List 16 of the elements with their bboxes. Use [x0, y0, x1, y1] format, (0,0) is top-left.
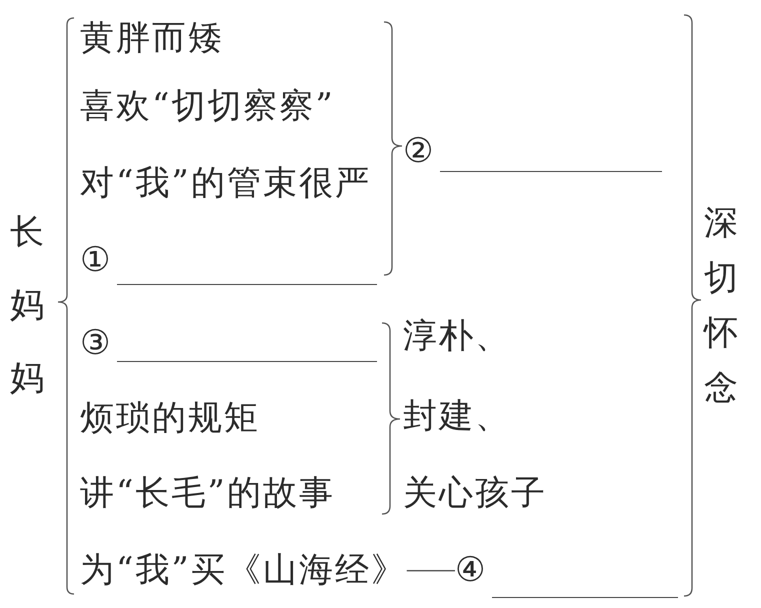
circled-number: ④ — [455, 552, 487, 590]
subject-title: 长妈妈 — [10, 211, 44, 400]
trait-text: 对“我”的管束很严 — [80, 165, 371, 202]
circled-number: ③ — [80, 325, 112, 362]
trait-text: 烦琐的规矩 — [80, 400, 260, 438]
quality-text: 淳朴、 — [403, 318, 511, 356]
trait-text: 讲“长毛”的故事 — [80, 475, 335, 512]
quality-text: 封建、 — [403, 398, 511, 436]
trait-text: 黄胖而矮 — [80, 20, 224, 58]
trait-text: 为“我”买《山海经》 — [80, 552, 407, 590]
conclusion-text: 深切怀念 — [704, 202, 738, 410]
circled-number: ① — [80, 242, 112, 280]
connector-line — [406, 570, 455, 572]
circled-number: ② — [403, 133, 435, 170]
trait-text: 喜欢“切切察察” — [80, 88, 335, 126]
quality-text: 关心孩子 — [403, 475, 547, 512]
